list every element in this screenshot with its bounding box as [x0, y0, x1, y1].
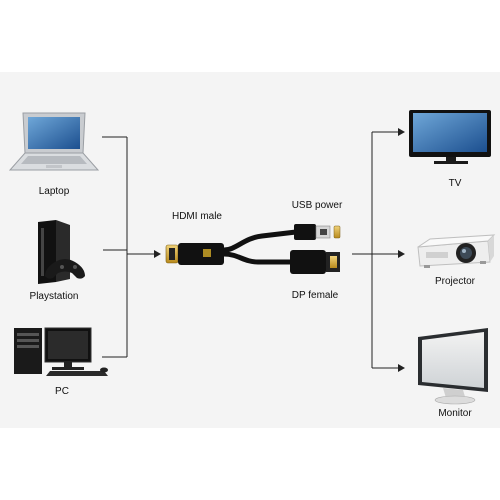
output-connector-lines [352, 128, 405, 372]
laptop-icon [8, 112, 100, 171]
hdmi-male-label: HDMI male [171, 211, 222, 222]
monitor-label: Monitor [438, 408, 472, 419]
usb-power-label: USB power [291, 200, 343, 211]
projector-icon [417, 234, 496, 268]
monitor-icon [418, 328, 488, 405]
pc-label: PC [55, 386, 69, 397]
tv-label: TV [448, 178, 462, 189]
dp-female-label: DP female [291, 290, 339, 301]
desktop-pc-icon [14, 327, 108, 376]
input-connector-lines [102, 136, 161, 358]
playstation-label: Playstation [29, 291, 79, 302]
hdmi-to-displayport-adapter-icon [165, 224, 341, 274]
game-console-icon [38, 220, 85, 284]
projector-label: Projector [434, 276, 475, 287]
laptop-label: Laptop [38, 186, 70, 197]
tv-icon [409, 110, 491, 164]
